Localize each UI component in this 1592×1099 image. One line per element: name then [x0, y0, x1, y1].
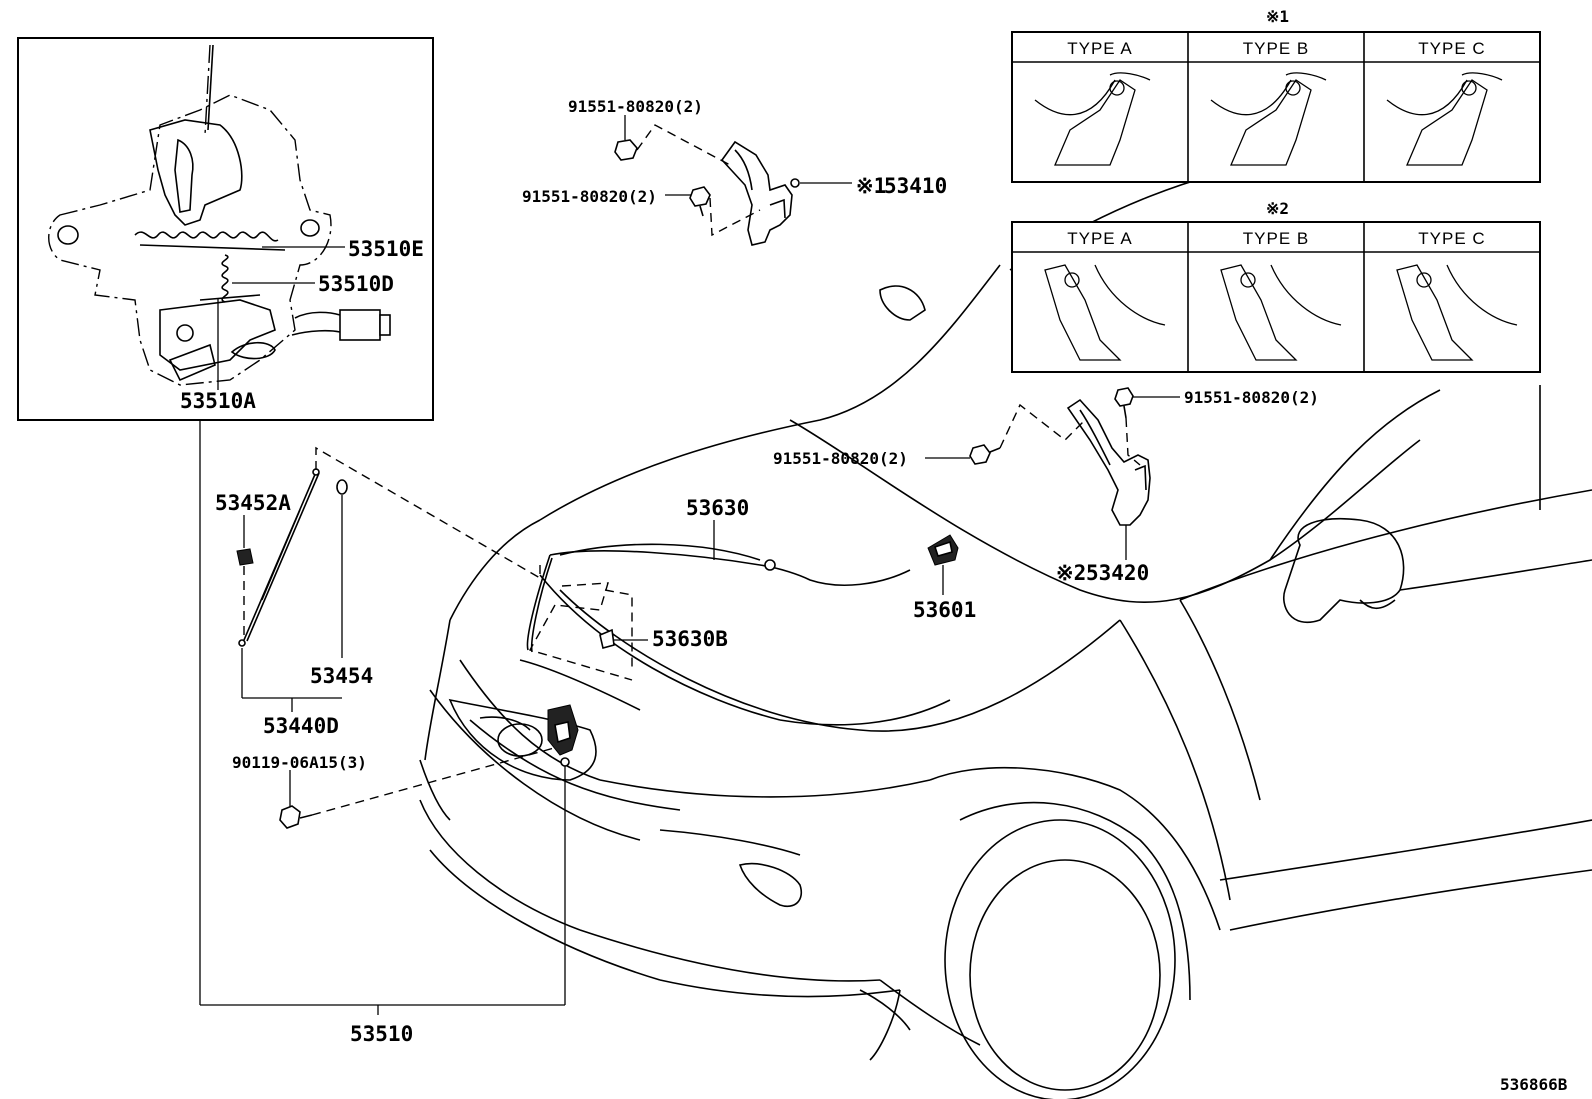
- label-53454: 53454: [310, 664, 373, 688]
- vehicle-outline: [419, 159, 1592, 1099]
- callout-labels: 53510E 53510D 53510A 53452A 53454 53440D…: [180, 7, 1568, 1094]
- hood-lock-detail-inset: [17, 37, 434, 421]
- bolt-90119-group: [279, 744, 566, 829]
- release-cable-53630: [526, 520, 911, 681]
- release-lever-53601: [927, 534, 959, 595]
- label-91551-top-a: 91551-80820(2): [568, 97, 703, 116]
- label-53452A: 53452A: [215, 491, 291, 515]
- hood-hinge-53410: [614, 115, 852, 246]
- diagram-code: 536866B: [1500, 1075, 1568, 1094]
- variant-table-2: [1011, 221, 1541, 373]
- label-91551-right-a: 91551-80820(2): [1184, 388, 1319, 407]
- variant-table-1-type-a: TYPE A: [1067, 39, 1133, 58]
- label-53510E: 53510E: [348, 237, 424, 261]
- ref-marker-1-hinge: ※1: [856, 174, 886, 198]
- ref-marker-2-hinge: ※2: [1056, 561, 1086, 585]
- label-91551-right-b: 91551-80820(2): [773, 449, 908, 468]
- label-53420: 53420: [1086, 561, 1149, 585]
- hood-support-rod-group: [236, 446, 541, 712]
- variant-table-2-type-c: TYPE C: [1418, 229, 1485, 248]
- variant-table-1: [1011, 31, 1541, 183]
- label-53630B: 53630B: [652, 627, 728, 651]
- hood-hinge-53420: [925, 387, 1180, 560]
- variant-table-1-type-b: TYPE B: [1243, 39, 1309, 58]
- label-53630: 53630: [686, 496, 749, 520]
- variant-table-2-marker: ※2: [1266, 199, 1289, 218]
- label-53510A: 53510A: [180, 389, 256, 413]
- label-90119-06A15: 90119-06A15(3): [232, 753, 367, 772]
- hood-lock-installed: [547, 704, 579, 767]
- variant-table-2-type-a: TYPE A: [1067, 229, 1133, 248]
- variant-table-2-type-b: TYPE B: [1243, 229, 1309, 248]
- label-53510D: 53510D: [318, 272, 394, 296]
- variant-table-1-marker: ※1: [1266, 7, 1289, 26]
- label-53440D: 53440D: [263, 714, 339, 738]
- label-91551-top-b: 91551-80820(2): [522, 187, 657, 206]
- label-53510: 53510: [350, 1022, 413, 1046]
- label-53410: 53410: [884, 174, 947, 198]
- label-53601: 53601: [913, 598, 976, 622]
- variant-table-1-type-c: TYPE C: [1418, 39, 1485, 58]
- assembly-bracket-53510: [199, 420, 566, 1015]
